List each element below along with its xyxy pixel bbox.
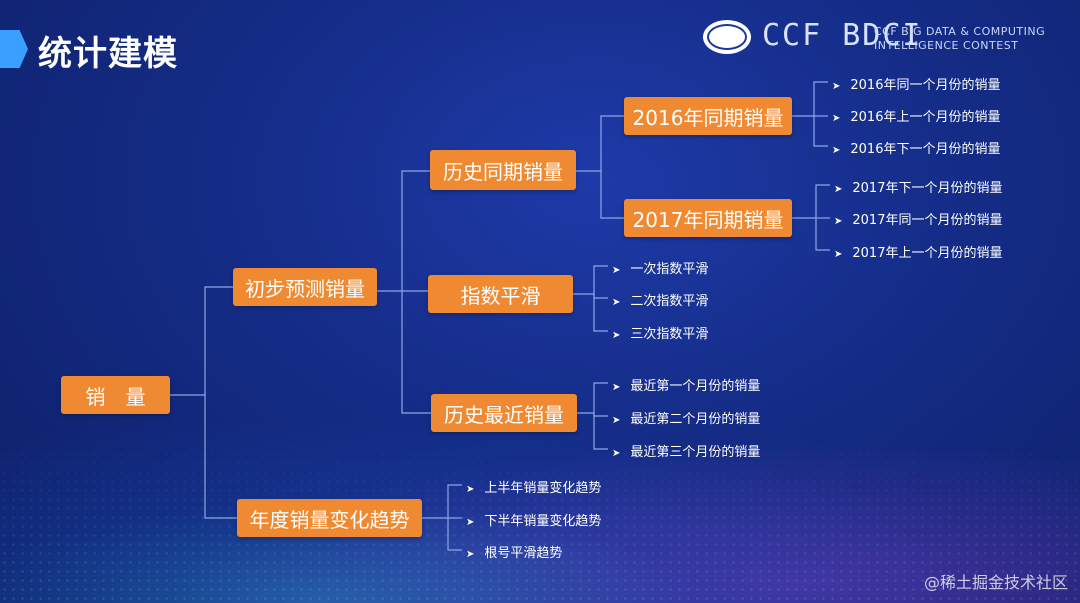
arrow-bullet-icon: ➤ (612, 448, 620, 459)
leaf-item: ➤2016年上一个月份的销量 (832, 106, 1000, 125)
leaf-item: ➤三次指数平滑 (612, 323, 708, 342)
arrow-bullet-icon: ➤ (834, 249, 842, 260)
leaf-item: ➤根号平滑趋势 (466, 542, 562, 561)
arrow-bullet-icon: ➤ (612, 382, 620, 393)
watermark: @稀土掘金技术社区 (924, 569, 1068, 593)
node-sales: 销 量 (61, 376, 170, 414)
leaf-item: ➤2016年同一个月份的销量 (832, 74, 1000, 93)
node-history-recent: 历史最近销量 (431, 394, 577, 432)
arrow-bullet-icon: ➤ (832, 145, 840, 156)
arrow-bullet-icon: ➤ (612, 297, 620, 308)
leaf-item: ➤最近第三个月份的销量 (612, 441, 760, 460)
node-2017-same-period: 2017年同期销量 (624, 199, 792, 237)
connector-root-initial (170, 287, 233, 395)
arrow-bullet-icon: ➤ (466, 484, 474, 495)
arrow-bullet-icon: ➤ (612, 330, 620, 341)
arrow-bullet-icon: ➤ (832, 81, 840, 92)
connector-initial-history-period (377, 171, 430, 291)
connector-root-annual (205, 395, 237, 518)
leaf-item: ➤最近第二个月份的销量 (612, 408, 760, 427)
leaf-item: ➤2017年同一个月份的销量 (834, 209, 1002, 228)
arrow-bullet-icon: ➤ (466, 549, 474, 560)
arrow-bullet-icon: ➤ (612, 415, 620, 426)
arrow-bullet-icon: ➤ (834, 184, 842, 195)
leaf-item: ➤二次指数平滑 (612, 290, 708, 309)
leaf-item: ➤下半年销量变化趋势 (466, 510, 601, 529)
connector-initial-history-recent (402, 291, 431, 413)
connector-history-2017 (601, 171, 624, 218)
arrow-bullet-icon: ➤ (466, 517, 474, 528)
leaf-item: ➤上半年销量变化趋势 (466, 477, 601, 496)
node-annual-trend: 年度销量变化趋势 (237, 499, 422, 537)
connector-history-2016 (576, 116, 624, 171)
node-history-same-period: 历史同期销量 (430, 150, 576, 190)
leaf-item: ➤一次指数平滑 (612, 258, 708, 277)
arrow-bullet-icon: ➤ (832, 113, 840, 124)
node-exponential-smoothing: 指数平滑 (428, 275, 573, 313)
leaf-item: ➤2017年下一个月份的销量 (834, 177, 1002, 196)
node-initial-forecast: 初步预测销量 (233, 268, 377, 306)
leaf-item: ➤2017年上一个月份的销量 (834, 242, 1002, 261)
leaf-item: ➤最近第一个月份的销量 (612, 375, 760, 394)
node-2016-same-period: 2016年同期销量 (624, 97, 792, 135)
leaf-item: ➤2016年下一个月份的销量 (832, 138, 1000, 157)
arrow-bullet-icon: ➤ (612, 265, 620, 276)
arrow-bullet-icon: ➤ (834, 216, 842, 227)
